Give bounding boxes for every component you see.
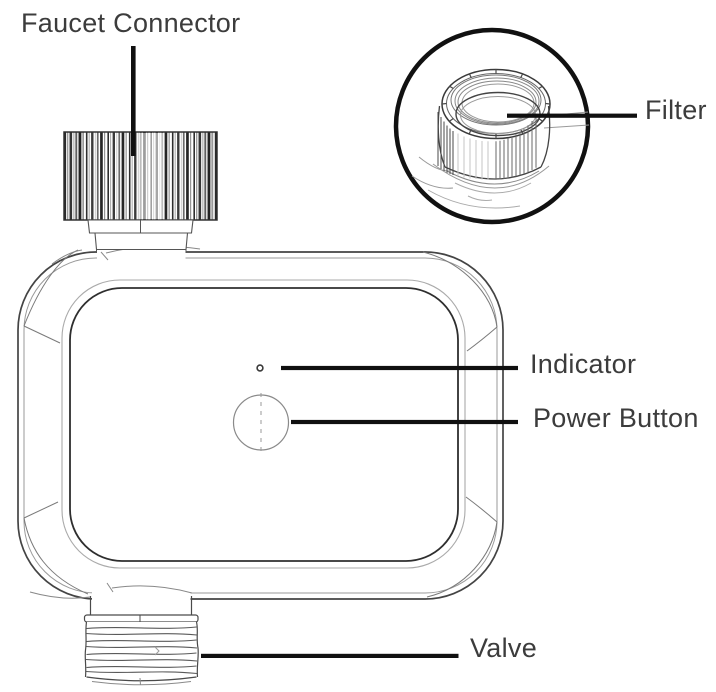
leader-line-filter (507, 113, 637, 118)
label-faucet-connector: Faucet Connector (21, 8, 241, 38)
filter-detail-drawing (393, 27, 591, 225)
leader-line-indicator (281, 365, 518, 371)
valve-drawing (83, 596, 199, 686)
device-body-drawing (17, 245, 504, 601)
leader-line-faucet-connector (131, 46, 136, 156)
indicator-led-drawing (256, 364, 264, 372)
label-valve: Valve (470, 633, 538, 663)
label-power-button: Power Button (533, 403, 699, 433)
label-filter: Filter (645, 95, 707, 125)
detail-circle-outline (393, 27, 591, 225)
leader-line-power-button (291, 419, 518, 425)
label-indicator: Indicator (530, 349, 637, 379)
leader-line-valve (201, 653, 459, 658)
faucet-connector-drawing (63, 131, 218, 253)
power-button-drawing (232, 393, 290, 452)
